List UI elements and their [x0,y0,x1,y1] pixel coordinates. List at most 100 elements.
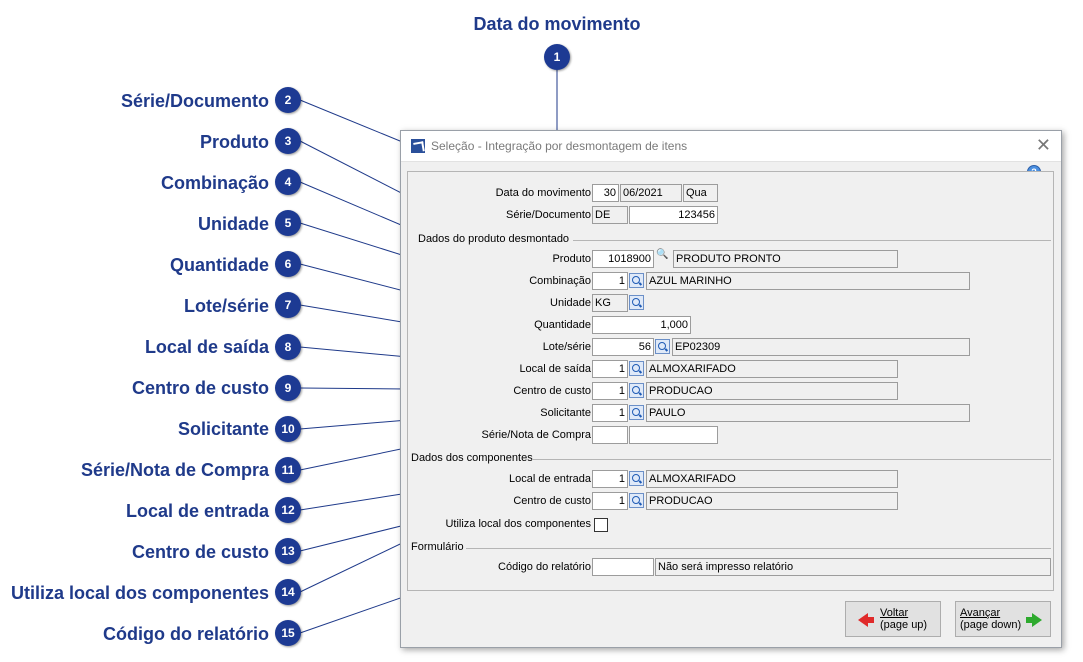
avancar-label: Avançar [960,607,1001,619]
local-saida-lookup-icon[interactable] [629,361,644,376]
callout-label-quantidade: Quantidade [169,255,269,275]
callout-label-centro-custo: Centro de custo [131,378,269,398]
callout-label-data-movimento: Data do movimento [473,14,641,34]
callout-label-serie-documento: Série/Documento [120,91,269,111]
documento-input[interactable]: 123456 [629,206,718,224]
label-solicitante: Solicitante [540,407,591,419]
avancar-button[interactable]: Avançar (page down) [955,601,1051,637]
callout-badge-9: 9 [275,375,301,401]
callout-badge-3: 3 [275,128,301,154]
lote-lookup-icon[interactable] [655,339,670,354]
local-entrada-code-input[interactable]: 1 [592,470,628,488]
callout-label-produto: Produto [200,132,269,152]
combinacao-lookup-icon[interactable] [629,273,644,288]
lote-description: EP02309 [672,338,970,356]
label-lote-serie: Lote/série [542,341,591,353]
combinacao-code-input[interactable]: 1 [592,272,628,290]
date-day-input[interactable]: 30 [592,184,619,202]
label-unidade: Unidade [550,297,591,309]
date-monthyear-input[interactable]: 06/2021 [620,184,682,202]
callout-label-combinacao: Combinação [160,173,269,193]
codigo-relatorio-input[interactable] [592,558,654,576]
callout-label-lote-serie: Lote/série [183,296,269,316]
label-serie-documento: Série/Documento [506,209,591,221]
callout-label-serie-nota-compra: Série/Nota de Compra [80,460,269,480]
callout-badge-12: 12 [275,497,301,523]
callout-label-unidade: Unidade [197,214,269,234]
voltar-label: Voltar [880,607,909,619]
unidade-lookup-icon[interactable] [629,295,644,310]
callout-label-local-saida: Local de saída [144,337,269,357]
callout-badge-15: 15 [275,620,301,646]
produto-search-icon[interactable]: 🔍 [656,249,669,260]
callout-badge-4: 4 [275,169,301,195]
centro-custo-comp-code-input[interactable]: 1 [592,492,628,510]
callout-badge-5: 5 [275,210,301,236]
local-entrada-description: ALMOXARIFADO [646,470,898,488]
lote-code-input[interactable]: 56 [592,338,654,356]
quantidade-input[interactable]: 1,000 [592,316,691,334]
codigo-relatorio-description: Não será impresso relatório [655,558,1051,576]
serie-nota-input[interactable] [592,426,628,444]
label-codigo-relatorio: Código do relatório [498,561,591,573]
callout-badge-8: 8 [275,334,301,360]
voltar-button[interactable]: Voltar (page up) [845,601,941,637]
dialog-title: Seleção - Integração por desmontagem de … [431,139,688,153]
centro-custo-comp-lookup-icon[interactable] [629,493,644,508]
section-componentes: Dados dos componentes [411,452,533,464]
label-centro-custo-comp: Centro de custo [513,495,591,507]
dialog-titlebar[interactable]: Seleção - Integração por desmontagem de … [401,131,1061,162]
label-produto: Produto [552,253,591,265]
separator [466,548,1051,549]
label-utiliza-local: Utiliza local dos componentes [445,518,591,530]
combinacao-description: AZUL MARINHO [646,272,970,290]
separator [532,459,1051,460]
callout-label-local-entrada: Local de entrada [125,501,269,521]
callout-label-codigo-relatorio: Código do relatório [103,624,269,644]
form-panel: Data do movimento 30 06/2021 Qua Série/D… [407,171,1054,591]
serie-input[interactable]: DE [592,206,628,224]
callout-badge-1: 1 [544,44,570,70]
centro-custo-code-input[interactable]: 1 [592,382,628,400]
label-local-entrada: Local de entrada [509,473,591,485]
local-saida-description: ALMOXARIFADO [646,360,898,378]
label-data-movimento: Data do movimento [495,187,591,199]
solicitante-code-input[interactable]: 1 [592,404,628,422]
produto-code-input[interactable]: 1018900 [592,250,654,268]
voltar-shortcut: (page up) [880,619,928,631]
label-centro-custo: Centro de custo [513,385,591,397]
callout-badge-6: 6 [275,251,301,277]
solicitante-description: PAULO [646,404,970,422]
section-formulario: Formulário [411,541,464,553]
produto-description: PRODUTO PRONTO [673,250,898,268]
centro-custo-description: PRODUCAO [646,382,898,400]
nota-compra-input[interactable] [629,426,718,444]
arrow-left-icon [858,613,874,627]
callout-badge-2: 2 [275,87,301,113]
avancar-shortcut: (page down) [960,619,1022,631]
callout-badge-13: 13 [275,538,301,564]
separator [573,240,1051,241]
callout-label-utiliza-local: Utiliza local dos componentes [10,583,269,603]
callout-badge-10: 10 [275,416,301,442]
label-local-saida: Local de saída [519,363,591,375]
centro-custo-lookup-icon[interactable] [629,383,644,398]
callout-badge-14: 14 [275,579,301,605]
label-serie-nota-compra: Série/Nota de Compra [481,429,591,441]
centro-custo-comp-description: PRODUCAO [646,492,898,510]
local-entrada-lookup-icon[interactable] [629,471,644,486]
arrow-right-icon [1026,613,1042,627]
callout-label-centro-custo-comp: Centro de custo [131,542,269,562]
app-icon [411,139,425,153]
date-weekday: Qua [683,184,718,202]
callout-badge-11: 11 [275,457,301,483]
local-saida-code-input[interactable]: 1 [592,360,628,378]
callout-label-solicitante: Solicitante [177,419,269,439]
solicitante-lookup-icon[interactable] [629,405,644,420]
label-combinacao: Combinação [529,275,591,287]
section-produto-desmontado: Dados do produto desmontado [418,233,570,245]
selection-dialog: Seleção - Integração por desmontagem de … [400,130,1062,648]
close-icon[interactable]: ✕ [1035,135,1051,155]
utiliza-local-checkbox[interactable] [594,518,608,532]
unidade-input[interactable]: KG [592,294,628,312]
